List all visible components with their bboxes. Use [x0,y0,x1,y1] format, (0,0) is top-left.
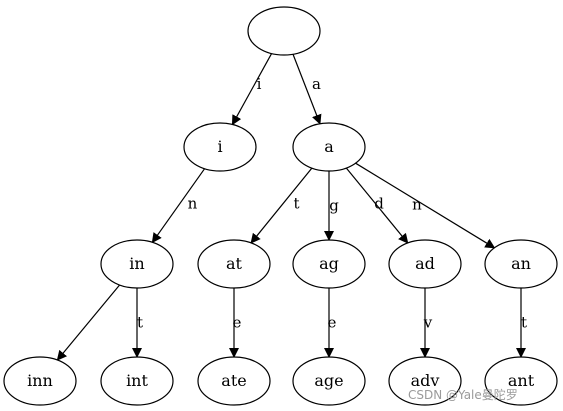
trie-node-adv: adv [388,356,462,406]
node-ellipse-an [484,239,558,289]
node-label-ad: ad [415,254,435,273]
node-label-i: i [217,137,222,156]
trie-node-root [247,6,321,56]
node-label-age: age [314,371,343,390]
node-label-inn: inn [27,371,53,390]
node-ellipse-a [292,122,366,172]
node-label-ate: ate [221,371,246,390]
edge-label-a-ad: d [374,195,384,213]
node-ellipse-at [197,239,271,289]
node-ellipse-adv [388,356,462,406]
node-ellipse-ant [484,356,558,406]
edge-label-a-an: n [412,196,422,214]
trie-node-a: a [292,122,366,172]
edge-label-in-int: t [137,314,143,332]
edge-label-ad-adv: v [423,314,433,332]
node-ellipse-ag [292,239,366,289]
trie-node-ate: ate [197,356,271,406]
trie-node-int: int [100,356,174,406]
edge-a-ad [345,167,409,244]
edge-label-root-a: a [312,75,321,93]
trie-node-ag: ag [292,239,366,289]
node-label-in: in [129,254,144,273]
node-ellipse-ad [388,239,462,289]
trie-node-i: i [183,122,257,172]
edge-root-i [231,53,273,126]
trie-node-in: in [100,239,174,289]
node-label-ant: ant [508,371,535,390]
edge-a-at [250,167,313,244]
node-ellipse-age [292,356,366,406]
edge-a-an [355,162,496,249]
trie-node-at: at [197,239,271,289]
edge-label-at-ate: e [233,314,242,332]
edge-label-an-ant: t [521,314,527,332]
node-ellipse-ate [197,356,271,406]
node-label-adv: adv [411,371,440,390]
trie-node-age: age [292,356,366,406]
node-ellipse-in [100,239,174,289]
watermark: CSDN @Yale曼陀罗 [408,388,518,402]
edge-root-a [292,54,322,125]
edge-label-a-ag: g [329,197,339,215]
node-label-ag: ag [319,254,339,273]
trie-node-inn: inn [3,356,77,406]
node-label-int: int [126,371,148,390]
node-label-a: a [324,137,334,156]
edge-label-a-at: t [293,195,299,213]
trie-node-ad: ad [388,239,462,289]
trie-node-an: an [484,239,558,289]
edge-label-root-i: i [257,75,262,93]
edge-label-ag-age: e [328,314,337,332]
node-ellipse-int [100,356,174,406]
node-ellipse-root [247,6,321,56]
node-label-an: an [511,254,531,273]
edge-label-i-in: n [188,195,198,213]
node-label-at: at [226,254,243,273]
node-ellipse-inn [3,356,77,406]
edge-in-inn [56,284,121,361]
node-ellipse-i [183,122,257,172]
trie-node-ant: ant [484,356,558,406]
edge-i-in [151,168,206,244]
